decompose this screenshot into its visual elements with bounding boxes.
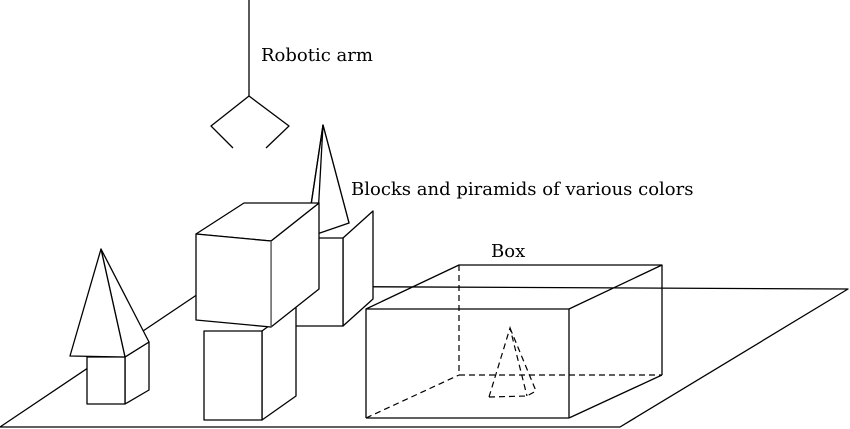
- left-pyramid: [69, 248, 150, 358]
- robotic-arm-gripper: [210, 95, 290, 149]
- tall-pyramid: [310, 124, 350, 235]
- hidden-pyramid: [488, 325, 537, 398]
- robotic-arm-label: Robotic arm: [261, 45, 373, 66]
- blocks-and-pyramids-label: Blocks and piramids of various colors: [351, 179, 693, 200]
- upper-stacked-cube: [195, 202, 320, 328]
- box-label: Box: [491, 241, 525, 262]
- box: [365, 264, 663, 419]
- robotic-arm: [210, 0, 290, 149]
